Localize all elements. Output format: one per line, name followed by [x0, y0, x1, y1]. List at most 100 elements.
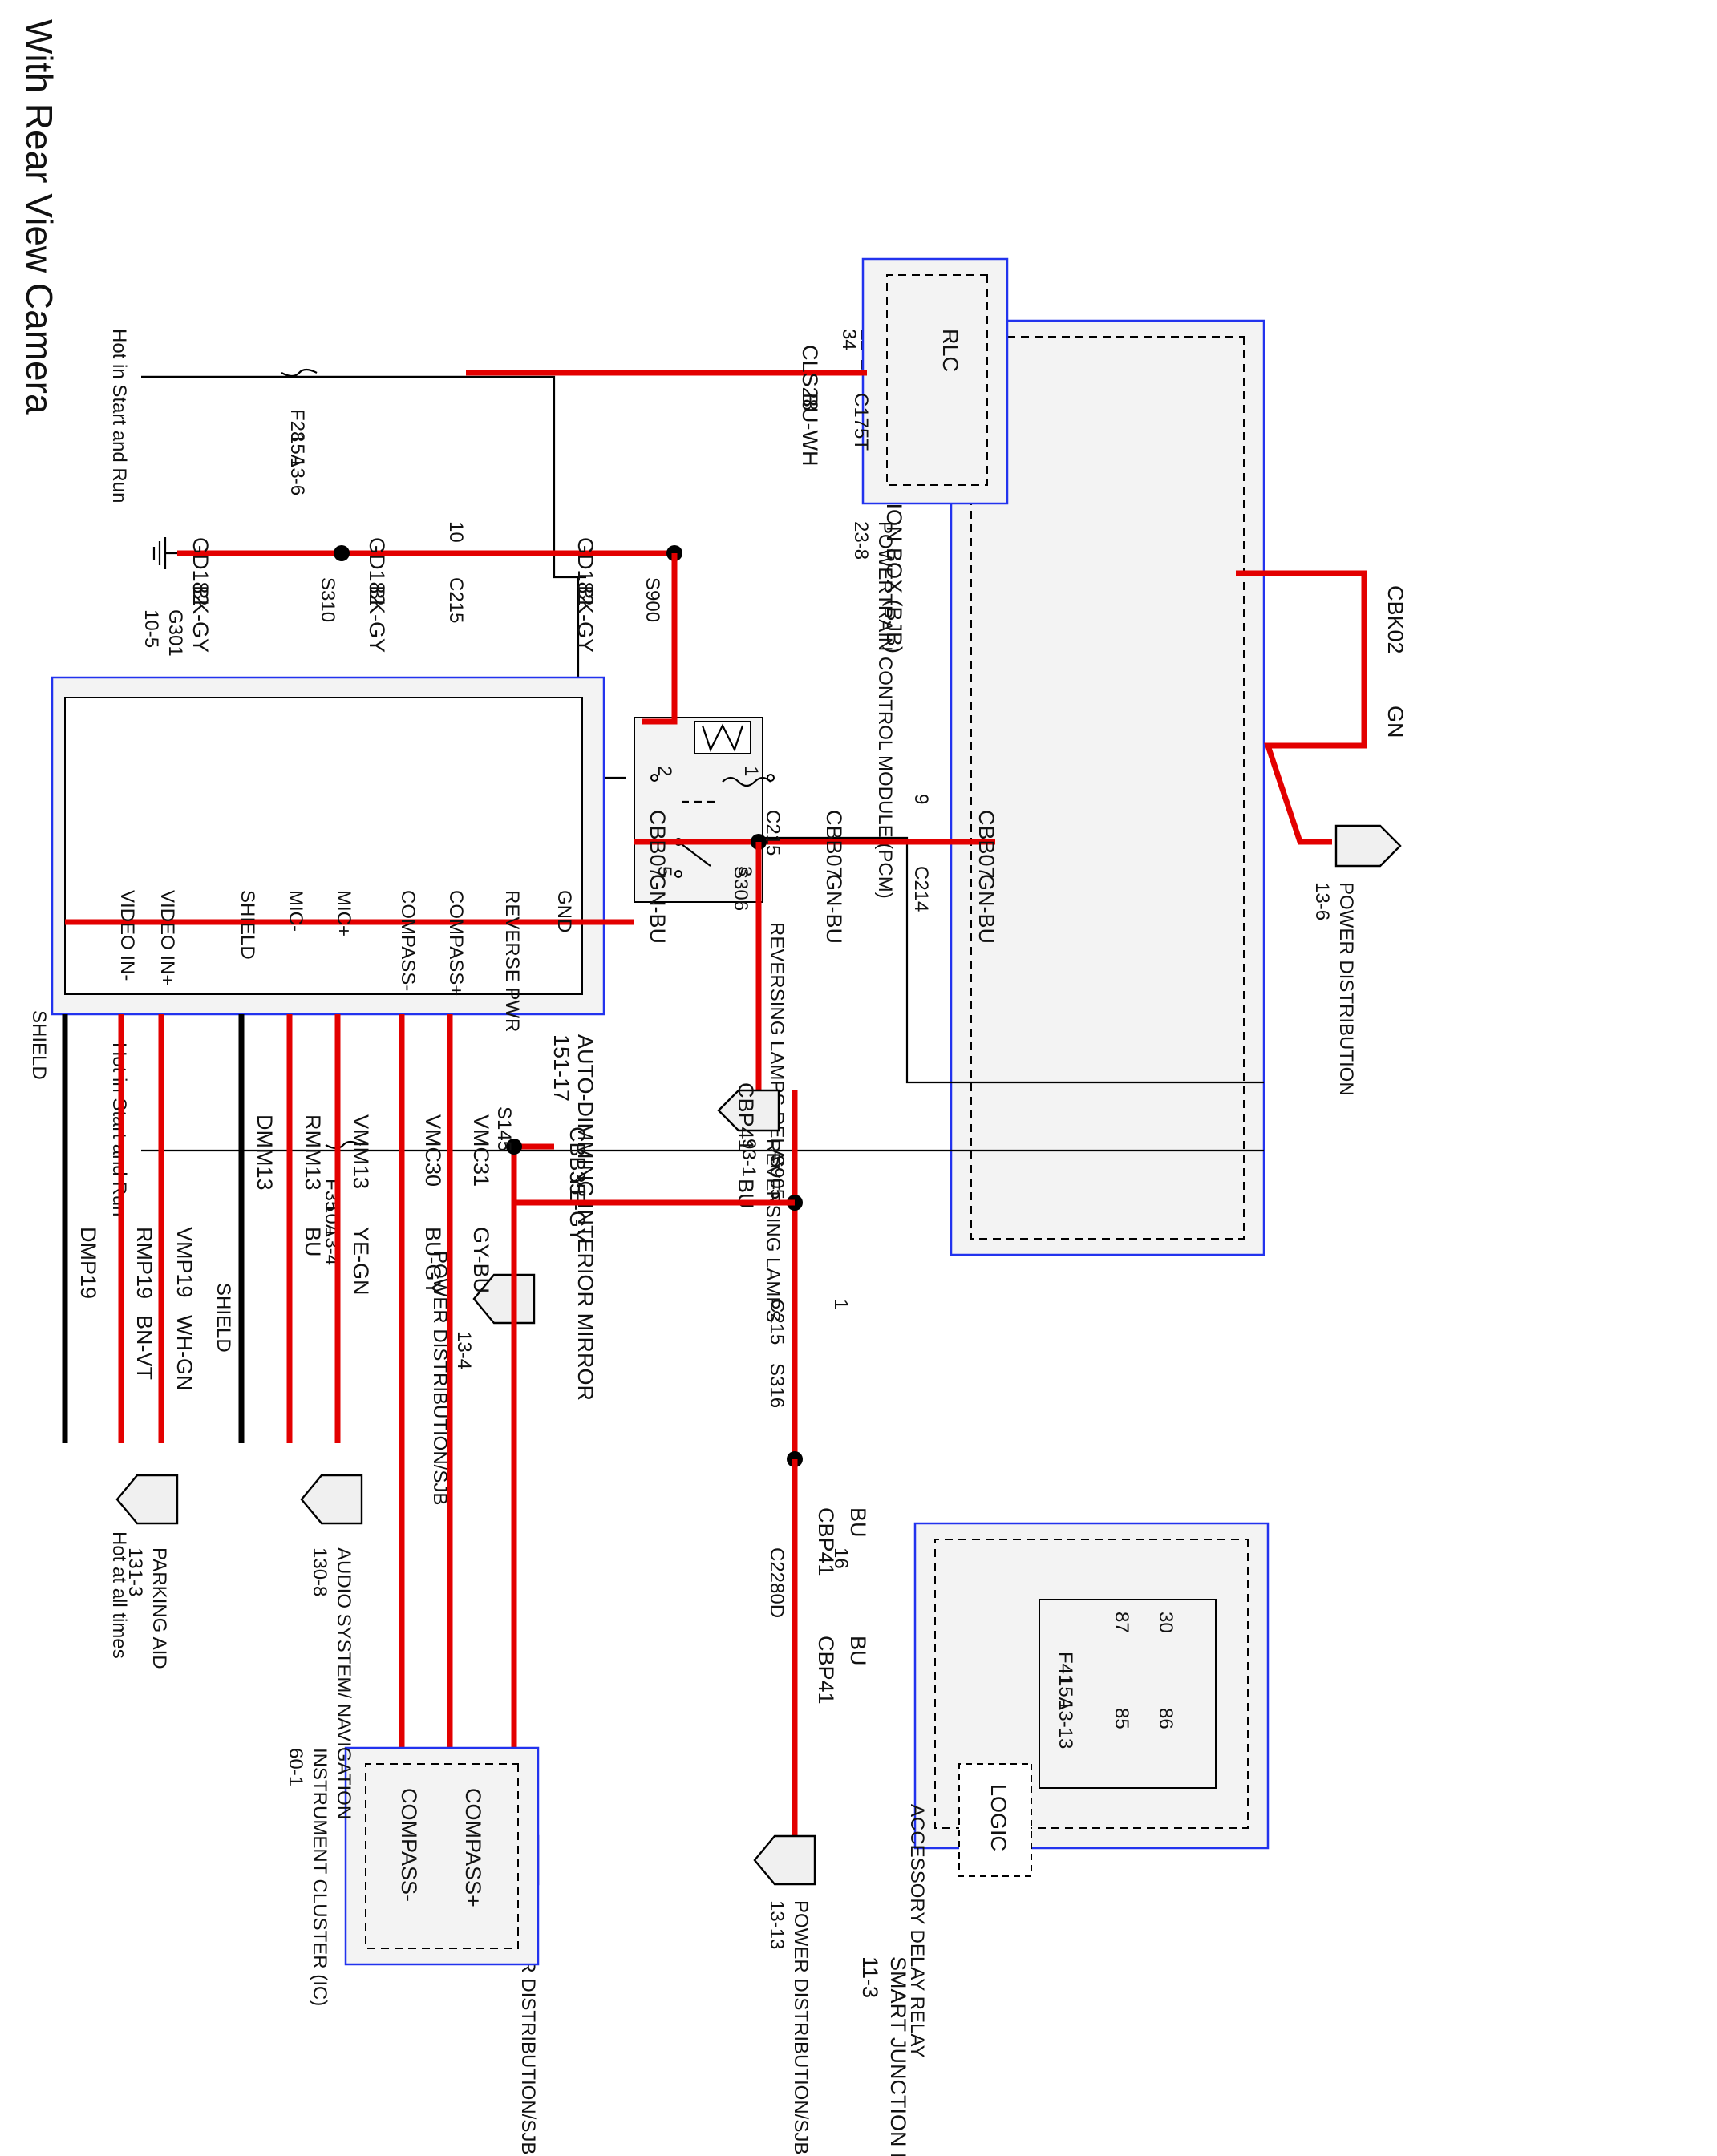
relay-pin-5: 5 — [654, 866, 675, 876]
pcm-pin-label: RLC — [938, 329, 962, 372]
auto-dimming-interior-mirror: AUTO-DIMMING INTERIOR MIRROR 151-17 — [51, 676, 605, 1401]
mirror-pin-mic-minus: MIC- — [285, 890, 306, 932]
gd182-circuit-1: GD182 — [188, 537, 213, 606]
cbb07-circuit-2: CBB07 — [822, 810, 846, 879]
ground-g301: G301 10-5 — [140, 537, 186, 657]
f41-rating: 15A — [1055, 1676, 1076, 1710]
cbp41-circuit-sjb: CBP41 — [814, 1507, 838, 1576]
vmm13-circuit: VMM13 — [349, 1114, 373, 1189]
sjb-pin-87: 87 — [1111, 1612, 1132, 1633]
f41-ref: 13-13 — [1055, 1700, 1076, 1749]
sjb-ref: 11-3 — [858, 1956, 882, 1998]
c214-gd-pin: 10 — [445, 521, 467, 543]
cls28-circuit: CLS28 — [798, 345, 822, 411]
sjb-pin-85: 85 — [1111, 1708, 1132, 1729]
f41-name: F41 — [1055, 1652, 1076, 1685]
dest3-ref: 13-13 — [766, 1900, 788, 1949]
mirror-pin-video-in-minus: VIDEO IN- — [116, 890, 138, 981]
g301-ref: 10-5 — [140, 609, 162, 648]
mirror-pin-video-in-plus: VIDEO IN+ — [156, 890, 178, 985]
destination-reversing-lamps: REVERSING LAMPS 93-1 — [717, 1089, 784, 1322]
shield-label-1: SHIELD — [28, 1010, 50, 1080]
sjb-hot-label: Hot at all times — [108, 1531, 130, 1659]
cbp41-circuit-main: CBP41 — [734, 1082, 758, 1151]
mirror-pin-reverse-pwr: REVERSE PWR — [501, 890, 523, 1032]
fuse-f41: F41 15A 13-13 — [1055, 1652, 1076, 1749]
mirror-pin-mic-plus: MIC+ — [333, 890, 354, 936]
dest6-label: PARKING AID — [148, 1547, 170, 1669]
dest2-ref: 93-1 — [738, 1139, 759, 1177]
sjb-pin-30: 30 — [1155, 1612, 1176, 1633]
c214-gd-label: C215 — [445, 577, 467, 623]
battery-junction-box: BATTERY JUNCTION BOX (BJB) 11-1 Hot in S… — [108, 319, 1265, 1256]
ic-ref: 60-1 — [285, 1748, 306, 1786]
reversing-lamps-relay: 1 2 3 5 REVERSING LAMPS RELAY — [634, 717, 788, 1173]
vmm13-color: YE-GN — [349, 1227, 373, 1296]
mirror-pin-gnd: GND — [553, 890, 575, 932]
pcm-name: POWERTRAIN CONTROL MODULE (PCM) — [874, 521, 896, 899]
vmc30-color: BU-GY — [421, 1227, 445, 1296]
vmc30-circuit: VMC30 — [421, 1114, 445, 1187]
sjb-name: SMART JUNCTION BOX (SJB) — [886, 1956, 910, 2156]
cbb07-circuit-3: CBB07 — [974, 810, 998, 879]
cbb07-color-1: GN-BU — [646, 874, 670, 944]
cbb07-circuit-1: CBB07 — [646, 810, 670, 879]
cbb07-color-2: GN-BU — [822, 874, 846, 944]
bjb-hot-label-1: Hot in Start and Run — [108, 329, 130, 503]
c175t-pin: 34 — [838, 329, 860, 350]
mirror-name: AUTO-DIMMING INTERIOR MIRROR — [573, 1034, 597, 1401]
s145-label: S145 — [493, 1106, 515, 1151]
shield-label-2: SHIELD — [213, 1283, 234, 1353]
gd182-color-3: BK-GY — [573, 585, 597, 653]
dest3-label: POWER DISTRIBUTION/SJB — [790, 1900, 812, 2154]
smart-junction-box: SMART JUNCTION BOX (SJB) 11-3 Hot at all… — [108, 1522, 1270, 2156]
dest5-label: AUDIO SYSTEM/ NAVIGATION — [333, 1547, 354, 1819]
dmp19-circuit: DMP19 — [76, 1227, 100, 1299]
gd182-circuit-2: GD182 — [365, 537, 389, 606]
instrument-cluster: COMPASS+ COMPASS- INSTRUMENT CLUSTER (IC… — [285, 1746, 540, 2006]
c214-cbp-pin: 1 — [830, 1299, 852, 1309]
c214-cbb-label: C215 — [762, 810, 784, 856]
destination-audio-navigation: AUDIO SYSTEM/ NAVIGATION 130-8 — [300, 1474, 363, 1819]
gd182-color-1: BK-GY — [188, 585, 213, 653]
f28-name: F28 — [286, 409, 308, 442]
c210-pin: 9 — [910, 794, 932, 804]
c210-label: C214 — [910, 866, 932, 912]
ic-pin-compass-minus: COMPASS- — [397, 1788, 421, 1902]
powertrain-control-module: RLC POWERTRAIN CONTROL MODULE (PCM) 23-8 — [850, 257, 1009, 899]
cbb35-circuit: CBB35 — [565, 1127, 589, 1195]
gd182-color-2: BK-GY — [365, 585, 389, 653]
mirror-pin-shield: SHIELD — [237, 890, 258, 960]
vmp19-circuit: VMP19 — [172, 1227, 196, 1298]
c214-cbp-label: C215 — [766, 1299, 788, 1345]
g301-name: G301 — [164, 609, 186, 657]
sjb-pin-86: 86 — [1155, 1708, 1176, 1729]
f28-rating: 15A — [286, 433, 308, 467]
sjb-relay-name: ACCESSORY DELAY RELAY — [906, 1804, 928, 2058]
dmm13-circuit: DMM13 — [253, 1114, 277, 1191]
relay-pin-1: 1 — [740, 766, 762, 776]
rmp19-circuit: RMP19 — [132, 1227, 156, 1299]
mirror-pin-compass-plus: COMPASS+ — [445, 890, 467, 996]
cbb35-color: YE-GY — [565, 1175, 589, 1242]
cbp41-color-sjb: BU — [846, 1507, 870, 1538]
destination-power-dist-13-6: POWER DISTRIBUTION 13-6 — [1311, 824, 1402, 1096]
dest5-ref: 130-8 — [309, 1547, 330, 1596]
dest0-label: POWER DISTRIBUTION — [1335, 882, 1357, 1096]
cls28-color: BU-WH — [798, 393, 822, 466]
s306-label: S306 — [730, 866, 751, 911]
ic-name: INSTRUMENT CLUSTER (IC) — [309, 1748, 330, 2006]
pcm-ref: 23-8 — [850, 521, 872, 560]
rmm13-color: BU — [301, 1227, 325, 1257]
destination-power-dist-13-13-a: POWER DISTRIBUTION/SJB 13-13 — [753, 1834, 816, 2154]
cbp41-color-2: BU — [846, 1636, 870, 1666]
s310-label: S310 — [317, 577, 338, 622]
mirror-pin-compass-minus: COMPASS- — [397, 890, 419, 991]
s316-label: S316 — [766, 1363, 788, 1408]
s905-label: S905 — [766, 1155, 788, 1199]
dest1-ref: 13-4 — [453, 1331, 475, 1369]
sjb-logic: LOGIC — [986, 1784, 1010, 1851]
